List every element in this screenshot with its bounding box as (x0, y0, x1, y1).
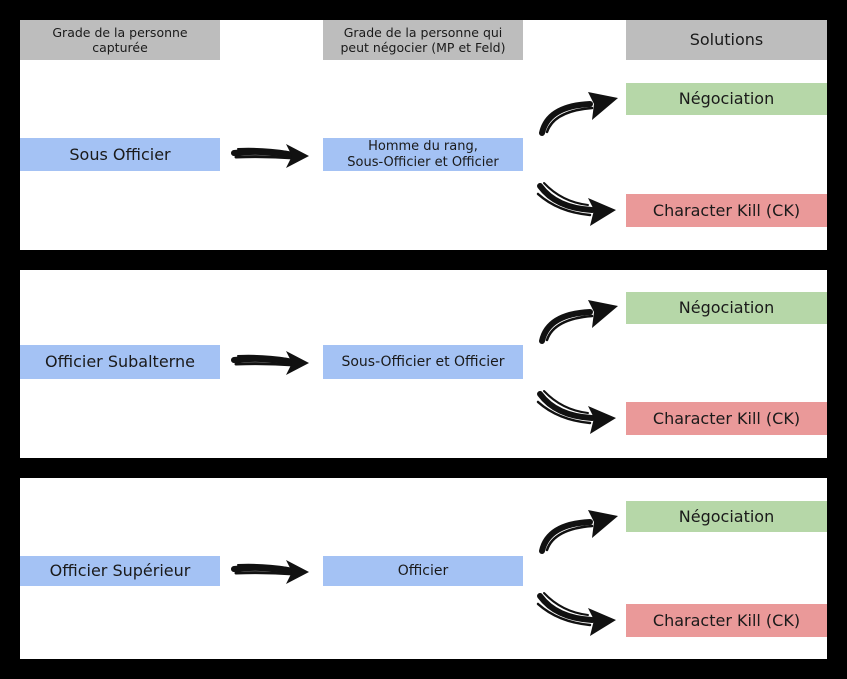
negotiator-rank-box: Sous-Officier et Officier (323, 345, 523, 379)
character-kill-outcome: Character Kill (CK) (626, 402, 827, 435)
negotiator-rank-label: Homme du rang, Sous-Officier et Officier (347, 138, 499, 170)
captured-rank-box: Officier Subalterne (20, 345, 220, 379)
panel-row-2: Officier Subalterne Sous-Officier et Off… (20, 270, 827, 458)
captured-rank-label: Officier Subalterne (45, 352, 195, 372)
character-kill-outcome-label: Character Kill (CK) (652, 610, 801, 630)
negotiation-outcome-label: Négociation (678, 506, 775, 526)
header-negotiator-rank-text: Grade de la personne qui peut négocier (… (340, 25, 506, 55)
header-solutions: Solutions (626, 20, 827, 60)
captured-rank-box: Officier Supérieur (20, 556, 220, 586)
negotiation-outcome: Négociation (626, 83, 827, 115)
header-captured-rank-text: Grade de la personne capturée (52, 25, 188, 55)
header-negotiator-rank: Grade de la personne qui peut négocier (… (323, 20, 523, 60)
curved-arrow-down-icon (536, 592, 616, 636)
negotiation-outcome-label: Négociation (678, 298, 775, 318)
header-solutions-text: Solutions (689, 30, 764, 50)
curved-arrow-up-icon (539, 510, 618, 554)
curved-arrow-down-icon (536, 182, 616, 226)
arrow-right-icon (231, 351, 309, 375)
character-kill-outcome: Character Kill (CK) (626, 194, 827, 227)
curved-arrow-up-icon (539, 300, 618, 344)
negotiation-outcome: Négociation (626, 292, 827, 324)
character-kill-outcome: Character Kill (CK) (626, 604, 827, 637)
negotiator-rank-label: Officier (397, 562, 449, 579)
header-captured-rank: Grade de la personne capturée (20, 20, 220, 60)
curved-arrow-up-icon (539, 92, 618, 136)
curved-arrow-down-icon (536, 390, 616, 434)
negotiation-outcome: Négociation (626, 501, 827, 532)
negotiator-rank-box: Homme du rang, Sous-Officier et Officier (323, 138, 523, 171)
captured-rank-label: Officier Supérieur (49, 561, 191, 581)
negotiator-rank-box: Officier (323, 556, 523, 586)
captured-rank-label: Sous Officier (69, 144, 171, 164)
negotiator-rank-label: Sous-Officier et Officier (341, 353, 505, 370)
captured-rank-box: Sous Officier (20, 138, 220, 171)
panel-row-3: Officier Supérieur Officier Négociation … (20, 478, 827, 659)
arrow-right-icon (231, 144, 309, 168)
panel-row-1: Grade de la personne capturée Grade de l… (20, 20, 827, 250)
negotiation-outcome-label: Négociation (678, 89, 775, 109)
character-kill-outcome-label: Character Kill (CK) (652, 200, 801, 220)
character-kill-outcome-label: Character Kill (CK) (652, 408, 801, 428)
arrow-right-icon (231, 560, 309, 584)
